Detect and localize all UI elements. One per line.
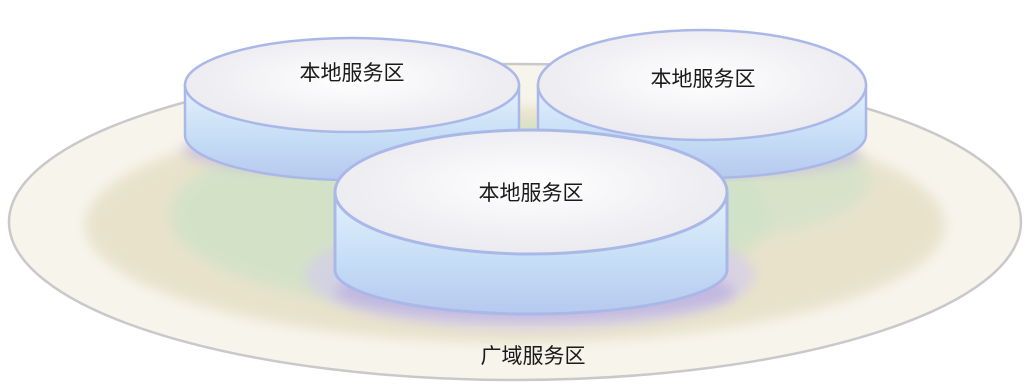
disk-1-top [183, 36, 521, 134]
disk-3-top [333, 128, 729, 256]
local-area-label-3: 本地服务区 [479, 181, 584, 205]
local-area-disk-3: 本地服务区 [333, 128, 735, 320]
local-area-label-2: 本地服务区 [651, 67, 756, 91]
disk-2-top [536, 28, 868, 142]
local-area-label-1: 本地服务区 [300, 61, 405, 85]
wide-area-label: 广域服务区 [481, 344, 586, 368]
